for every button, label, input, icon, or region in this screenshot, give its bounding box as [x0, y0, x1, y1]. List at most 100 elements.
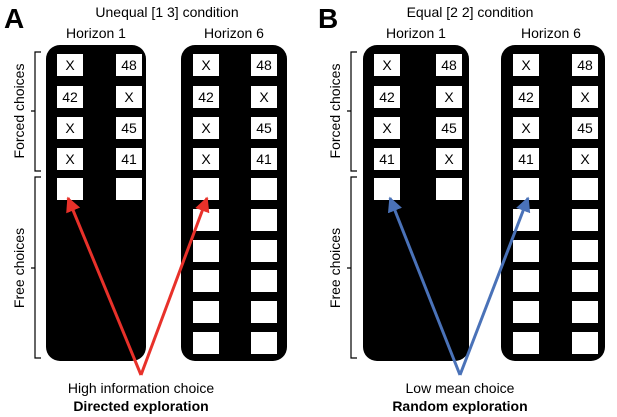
- forced-choice-cell: [251, 86, 277, 108]
- forced-choice-cell: [513, 148, 539, 170]
- panel-a-title: Unequal [1 3] condition: [95, 4, 238, 20]
- forced-choice-value: X: [65, 151, 75, 167]
- forced-choice-cell: [374, 86, 400, 108]
- free-choice-cell: [193, 270, 219, 292]
- forced-choice-cell: [513, 117, 539, 139]
- forced-choice-cell: [436, 86, 462, 108]
- free-choice-cell: [251, 209, 277, 231]
- forced-choice-value: X: [259, 89, 269, 105]
- panel-b: B Equal [2 2] condition Forced choices F…: [318, 3, 605, 414]
- free-choice-cell: [57, 178, 83, 200]
- caption-a-line2: Directed exploration: [73, 398, 208, 414]
- forced-choice-value: 45: [121, 120, 137, 136]
- forced-choice-cell: [513, 86, 539, 108]
- forced-choice-cell: [193, 148, 219, 170]
- free-choice-cell: [513, 178, 539, 200]
- forced-choice-value: X: [201, 120, 211, 136]
- free-choice-cell: [513, 209, 539, 231]
- free-choices-bracket-b: [347, 176, 357, 359]
- forced-choice-cell: [193, 117, 219, 139]
- forced-choice-value: 42: [62, 89, 78, 105]
- free-choice-cell: [251, 332, 277, 354]
- forced-choice-value: 45: [441, 120, 457, 136]
- forced-choice-cell: [116, 148, 142, 170]
- free-choices-bracket-a: [31, 176, 41, 359]
- free-choice-cell: [251, 270, 277, 292]
- free-choice-cell: [251, 240, 277, 262]
- forced-choice-cell: [436, 54, 462, 76]
- free-choice-cell: [116, 178, 142, 200]
- forced-choice-cell: [116, 117, 142, 139]
- forced-choice-value: X: [201, 57, 211, 73]
- forced-choice-value: X: [580, 151, 590, 167]
- free-choice-cell: [193, 240, 219, 262]
- forced-choice-value: 45: [577, 120, 593, 136]
- game-a2-label: Horizon 6: [204, 25, 264, 41]
- free-choice-cell: [513, 332, 539, 354]
- forced-choice-cell: [251, 117, 277, 139]
- arrow-b-horizon6: [458, 196, 531, 376]
- forced-choices-label-b: Forced choices: [327, 64, 343, 159]
- forced-choice-cell: [374, 148, 400, 170]
- panel-b-letter: B: [318, 3, 338, 34]
- forced-choice-value: X: [382, 57, 392, 73]
- forced-choice-cell: [513, 54, 539, 76]
- forced-choices-label-a: Forced choices: [11, 64, 27, 159]
- forced-choice-value: X: [201, 151, 211, 167]
- arrow-a-horizon6: [139, 196, 210, 376]
- forced-choice-value: X: [521, 120, 531, 136]
- forced-choice-value: 41: [379, 151, 395, 167]
- forced-choice-cell: [572, 117, 598, 139]
- free-choice-cell: [513, 270, 539, 292]
- free-choice-cell: [513, 240, 539, 262]
- free-choice-cell: [572, 332, 598, 354]
- panel-b-title: Equal [2 2] condition: [407, 4, 534, 20]
- free-choice-cell: [193, 301, 219, 323]
- forced-choice-cell: [572, 148, 598, 170]
- forced-choice-value: 48: [256, 57, 272, 73]
- forced-choice-value: X: [65, 57, 75, 73]
- forced-choice-value: 42: [518, 89, 534, 105]
- forced-choice-cell: [57, 148, 83, 170]
- free-choice-cell: [572, 240, 598, 262]
- free-choice-cell: [572, 270, 598, 292]
- forced-choice-cell: [436, 117, 462, 139]
- game-b1-label: Horizon 1: [386, 25, 446, 41]
- forced-choice-value: 42: [379, 89, 395, 105]
- free-choice-cell: [374, 178, 400, 200]
- forced-choice-cell: [57, 86, 83, 108]
- forced-choice-value: 48: [577, 57, 593, 73]
- free-choice-cell: [251, 178, 277, 200]
- forced-choice-cell: [572, 86, 598, 108]
- forced-choice-cell: [116, 54, 142, 76]
- forced-choice-value: X: [444, 151, 454, 167]
- forced-choice-cell: [374, 117, 400, 139]
- forced-choice-cell: [193, 86, 219, 108]
- forced-choice-cell: [374, 54, 400, 76]
- forced-choice-value: X: [580, 89, 590, 105]
- forced-choice-value: X: [521, 57, 531, 73]
- forced-choice-value: X: [444, 89, 454, 105]
- forced-choice-value: 41: [518, 151, 534, 167]
- forced-choice-value: 41: [256, 151, 272, 167]
- forced-choice-cell: [436, 148, 462, 170]
- game-a1-label: Horizon 1: [66, 25, 126, 41]
- panel-a: A Unequal [1 3] condition Forced choices…: [4, 3, 287, 414]
- forced-choice-value: 42: [198, 89, 214, 105]
- free-choice-cell: [572, 301, 598, 323]
- free-choices-label-b: Free choices: [327, 228, 343, 308]
- arrow-a-horizon1: [66, 196, 143, 376]
- forced-choice-cell: [57, 54, 83, 76]
- free-choice-cell: [513, 301, 539, 323]
- forced-choice-value: 41: [121, 151, 137, 167]
- forced-choice-value: X: [65, 120, 75, 136]
- free-choices-label-a: Free choices: [11, 228, 27, 308]
- free-choice-cell: [436, 178, 462, 200]
- forced-choice-cell: [57, 117, 83, 139]
- forced-choice-value: 48: [121, 57, 137, 73]
